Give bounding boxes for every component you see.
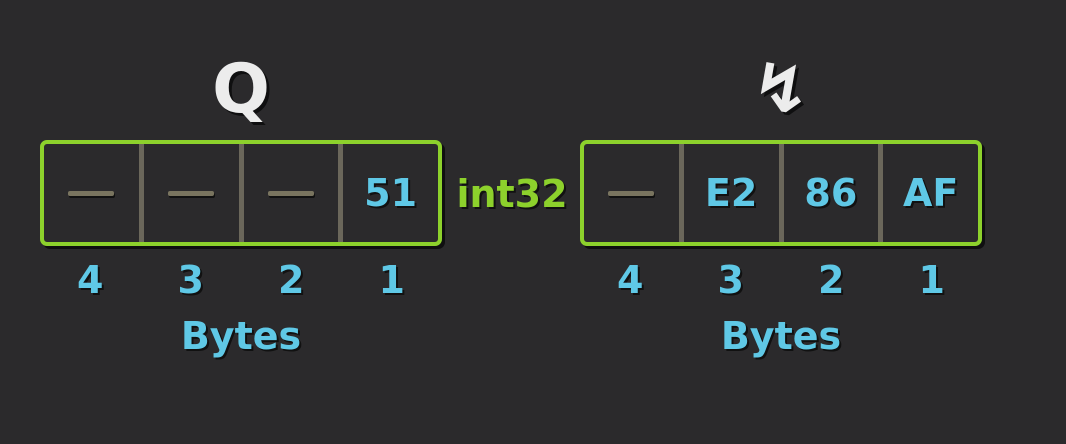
bytes-caption: Bytes xyxy=(180,314,302,358)
byte-index-row: 4 3 2 1 xyxy=(580,252,982,308)
character-glyph: ↯ xyxy=(752,50,810,129)
byte-index-row: 4 3 2 1 xyxy=(40,252,442,308)
byte-cell-1: 51 xyxy=(338,144,438,242)
empty-byte-dash xyxy=(608,190,655,196)
byte-cell-2: 86 xyxy=(778,144,879,242)
bytes-caption: Bytes xyxy=(720,314,842,358)
byte-cell-1: AF xyxy=(878,144,978,242)
byte-box: 51 xyxy=(40,140,442,246)
empty-byte-dash xyxy=(168,190,215,196)
byte-index: 4 xyxy=(77,258,104,302)
empty-byte-dash xyxy=(267,190,314,196)
character-glyph: Q xyxy=(212,50,270,129)
byte-cell-3: E2 xyxy=(678,144,779,242)
byte-cell-4 xyxy=(584,144,679,242)
byte-index: 3 xyxy=(717,258,744,302)
byte-cell-3 xyxy=(138,144,239,242)
byte-box: E2 86 AF xyxy=(580,140,982,246)
byte-index: 2 xyxy=(818,258,845,302)
byte-index: 1 xyxy=(378,258,405,302)
type-label: int32 xyxy=(456,172,568,216)
byte-cell-4 xyxy=(44,144,139,242)
byte-index: 1 xyxy=(918,258,945,302)
byte-index: 4 xyxy=(617,258,644,302)
byte-cell-2 xyxy=(238,144,339,242)
byte-index: 2 xyxy=(278,258,305,302)
empty-byte-dash xyxy=(68,190,115,196)
byte-index: 3 xyxy=(177,258,204,302)
